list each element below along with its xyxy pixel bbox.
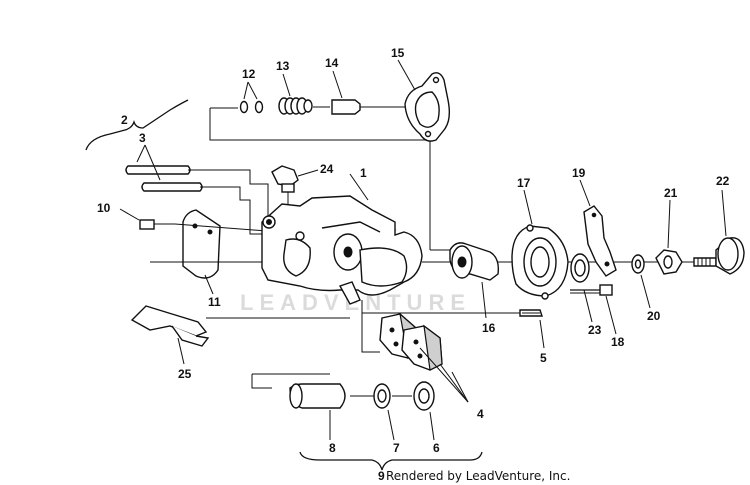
set-screw-5 [519,309,545,349]
piston-cup-16 [449,242,500,319]
callout-12: 12 [242,67,256,81]
callout-18: 18 [611,335,625,349]
piston-seal-7 [373,383,395,441]
callout-24: 24 [320,162,334,176]
callout-21: 21 [664,186,678,200]
callout-2: 2 [121,113,128,127]
callout-6: 6 [433,441,440,455]
callout-25: 25 [178,367,192,381]
adjuster-knob-22 [693,189,745,275]
dust-boot-6 [413,381,435,441]
callout-7: 7 [393,441,400,455]
callout-8: 8 [329,441,336,455]
brake-pad-plate-11 [182,209,221,295]
callout-17: 17 [517,176,531,190]
callout-13: 13 [276,59,290,73]
callout-16: 16 [482,321,496,335]
credit-text: Rendered by LeadVenture, Inc. [386,469,570,483]
washer-20 [631,254,651,309]
callout-4: 4 [477,407,484,421]
pin-14 [331,70,361,115]
pin-lower [141,182,203,192]
callout-22: 22 [716,174,730,188]
callout-20: 20 [647,309,661,323]
brake-pads-4 [379,312,469,403]
piston-8 [289,383,346,440]
lever-19 [579,179,617,277]
callout-11: 11 [208,295,221,309]
spring-13 [278,73,313,115]
callout-19: 19 [572,166,586,180]
callout-23: 23 [588,323,602,337]
nut-21 [655,199,683,275]
gasket-15 [397,59,451,142]
bracket-2 [85,99,189,151]
washer-23 [570,253,590,283]
caliper-link [338,281,361,305]
bleeder-fitting-24 [271,165,319,240]
callout-10: 10 [97,201,111,215]
callout-1: 1 [360,166,367,180]
screw-10 [119,208,175,230]
o-rings-12 [239,81,264,114]
spring-clip-25 [130,305,210,365]
callout-9: 9 [378,469,385,483]
cover-17 [511,189,569,300]
callout-3: 3 [139,131,146,145]
callout-14: 14 [325,56,339,70]
bracket-9 [299,451,483,471]
callout-15: 15 [391,46,405,60]
callout-labels: 1 2 3 4 5 6 7 8 9 10 11 12 13 14 15 16 1… [97,46,730,483]
callout-5: 5 [540,351,547,365]
caliper-body-1 [261,173,423,296]
pin-upper [125,165,191,175]
